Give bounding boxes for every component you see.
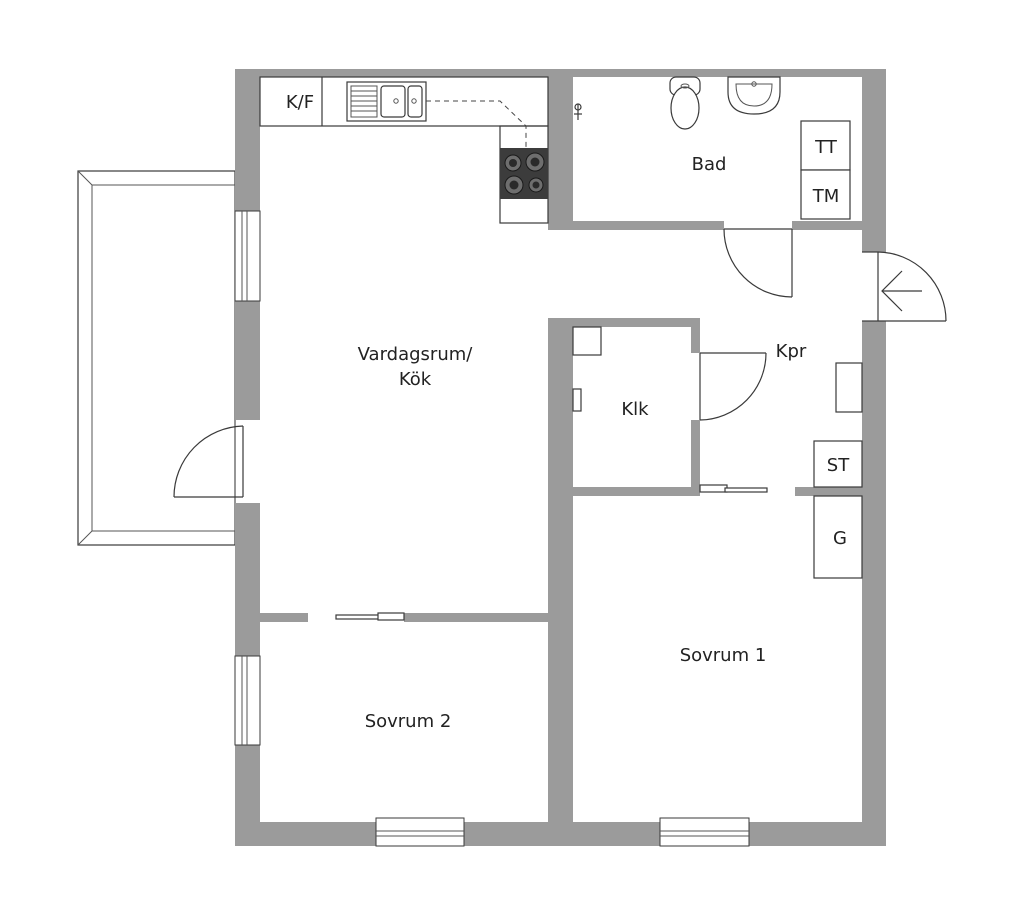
bedroom1-sliding-door [699,484,768,493]
entrance-door [862,251,947,322]
interior-walls [260,69,862,846]
windows [234,210,750,847]
washbasin-icon [727,76,781,115]
washer [800,169,851,220]
bathroom: TT TM [574,76,851,220]
living-room-label-line2: Kök [399,369,432,390]
storage-label: ST [827,455,850,476]
bedroom1-label: Sovrum 1 [680,645,767,666]
shower-icon [574,103,582,120]
window-bedroom1-bottom [659,817,750,847]
bedroom2-sliding-door [335,612,405,621]
wardrobe-label: G [833,528,847,549]
closet [572,326,602,412]
hall-cabinet [835,362,863,413]
wardrobe [813,495,863,579]
washer-label: TM [812,186,840,207]
balcony-door [173,425,244,498]
living-room-label-line1: Vardagsrum/ [358,344,474,365]
entrance-arrow-icon [881,270,922,312]
closet-label: Klk [621,399,649,420]
doors [173,228,947,621]
kitchen: K/F [259,76,549,224]
hall-label: Kpr [776,341,807,362]
bathroom-door [723,228,793,298]
sink-icon [346,81,427,122]
fridge-freezer-label: K/F [286,92,314,113]
storage-cabinet [813,440,863,488]
window-bedroom2-left [234,655,261,746]
dryer [800,120,851,171]
window-living-left [234,210,261,302]
bedroom2-label: Sovrum 2 [365,711,452,732]
bathroom-label: Bad [692,154,727,175]
hall-fixtures: ST G [813,362,863,579]
toilet-icon [669,76,701,130]
dryer-label: TT [814,137,838,158]
stove-icon [500,148,548,199]
window-bedroom2-bottom [375,817,465,847]
closet-door [699,352,767,421]
balcony [77,170,236,546]
